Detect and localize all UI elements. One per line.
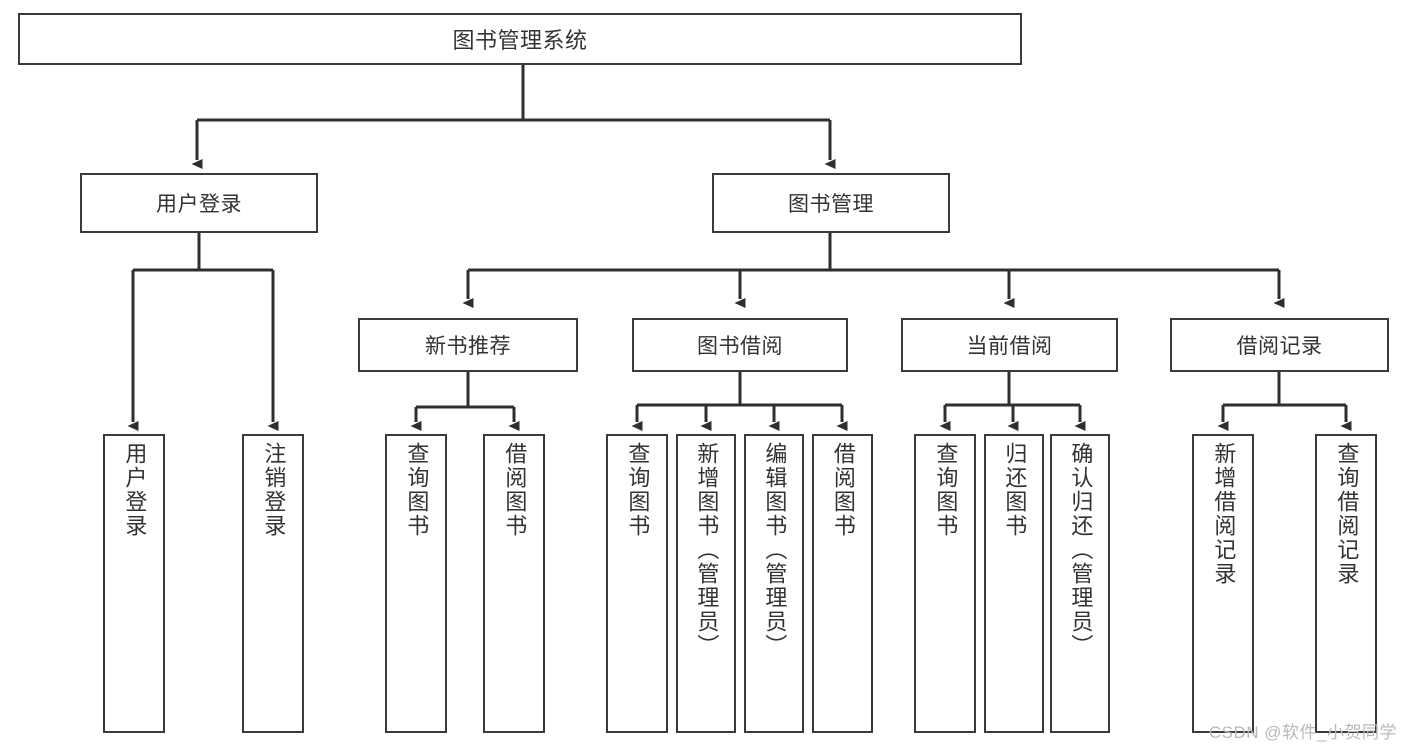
node-leaf-add-book[interactable]: 新增图书（管理员） bbox=[676, 434, 736, 733]
node-label: 图书管理系统 bbox=[452, 28, 588, 53]
watermark: CSDN @软件_小贺同学 bbox=[1208, 723, 1397, 742]
node-label: 当前借阅 bbox=[966, 335, 1053, 358]
node-label: 借阅记录 bbox=[1236, 335, 1323, 358]
node-leaf-add-borrow-record[interactable]: 新增借阅记录 bbox=[1192, 434, 1254, 733]
node-user-login[interactable]: 用户登录 bbox=[80, 173, 318, 233]
node-label: 查询借阅记录 bbox=[1334, 442, 1360, 586]
node-new-book-recommendation[interactable]: 新书推荐 bbox=[358, 318, 578, 372]
node-label: 图书管理 bbox=[788, 193, 874, 216]
node-label: 用户登录 bbox=[122, 442, 148, 538]
node-label: 借阅图书 bbox=[502, 442, 528, 538]
node-root-system[interactable]: 图书管理系统 bbox=[18, 13, 1022, 65]
node-borrow-record[interactable]: 借阅记录 bbox=[1170, 318, 1389, 372]
node-book-management[interactable]: 图书管理 bbox=[712, 173, 950, 233]
node-book-borrow[interactable]: 图书借阅 bbox=[632, 318, 848, 372]
node-leaf-query-book-2[interactable]: 查询图书 bbox=[606, 434, 668, 733]
node-label: 新书推荐 bbox=[425, 335, 511, 358]
node-leaf-return-book[interactable]: 归还图书 bbox=[984, 434, 1044, 733]
node-current-borrow[interactable]: 当前借阅 bbox=[901, 318, 1118, 372]
node-leaf-query-book-3[interactable]: 查询图书 bbox=[914, 434, 976, 733]
node-label: 归还图书 bbox=[1002, 442, 1028, 538]
node-label: 查询图书 bbox=[404, 442, 430, 538]
node-leaf-logout[interactable]: 注销登录 bbox=[242, 434, 304, 733]
node-label: 编辑图书（管理员） bbox=[762, 442, 788, 658]
node-label: 借阅图书 bbox=[830, 442, 856, 538]
node-leaf-confirm-return[interactable]: 确认归还（管理员） bbox=[1050, 434, 1110, 733]
node-label: 图书借阅 bbox=[697, 335, 783, 358]
node-label: 用户登录 bbox=[156, 193, 242, 216]
node-label: 注销登录 bbox=[261, 442, 287, 538]
node-leaf-edit-book[interactable]: 编辑图书（管理员） bbox=[744, 434, 804, 733]
node-label: 查询图书 bbox=[933, 442, 959, 538]
node-leaf-query-book-1[interactable]: 查询图书 bbox=[385, 434, 447, 733]
node-leaf-borrow-book-2[interactable]: 借阅图书 bbox=[812, 434, 873, 733]
node-leaf-user-login[interactable]: 用户登录 bbox=[103, 434, 165, 733]
node-leaf-borrow-book-1[interactable]: 借阅图书 bbox=[483, 434, 545, 733]
node-label: 新增借阅记录 bbox=[1211, 442, 1237, 586]
node-label: 新增图书（管理员） bbox=[694, 442, 720, 658]
node-label: 确认归还（管理员） bbox=[1068, 442, 1094, 658]
node-leaf-query-borrow-record[interactable]: 查询借阅记录 bbox=[1315, 434, 1377, 733]
node-label: 查询图书 bbox=[625, 442, 651, 538]
